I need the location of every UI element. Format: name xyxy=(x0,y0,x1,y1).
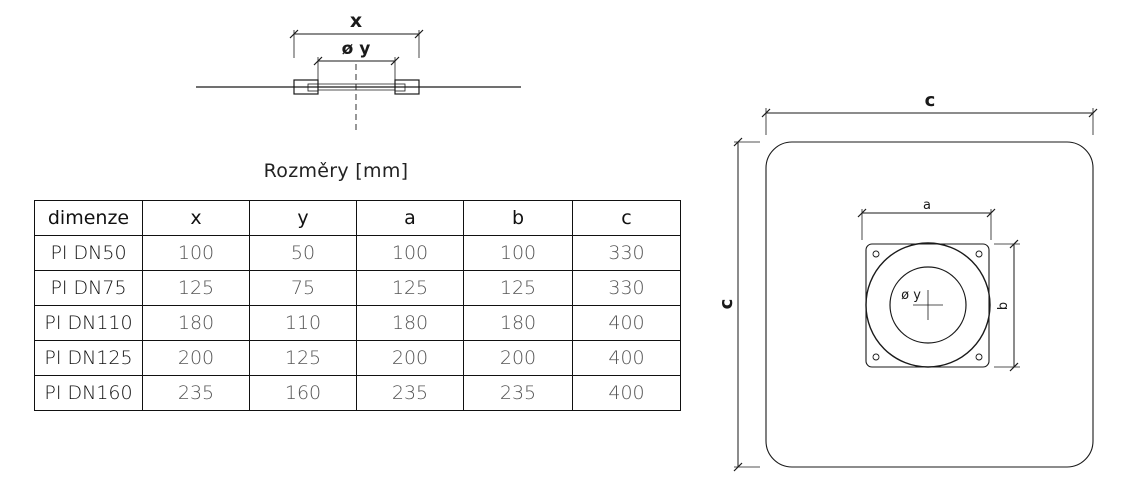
table-row: PI DN75 125 75 125 125 330 xyxy=(34,270,681,306)
table-row: PI DN125 200 125 200 200 400 xyxy=(34,340,681,376)
table-cell: 200 xyxy=(463,340,573,376)
table-cell: 235 xyxy=(463,375,573,411)
inner-ring xyxy=(889,266,967,344)
header-cell: y xyxy=(249,200,357,236)
outer-ring xyxy=(865,242,991,368)
row-label: PI DN75 xyxy=(34,270,143,306)
label-diameter-y: ø y xyxy=(901,288,921,303)
table-cell: 330 xyxy=(572,235,681,271)
bolt-hole xyxy=(975,353,983,361)
section-view xyxy=(196,29,521,134)
table-cell: 400 xyxy=(572,375,681,411)
label-a: a xyxy=(923,198,931,213)
bolt-hole xyxy=(872,353,880,361)
row-label: PI DN50 xyxy=(34,235,143,271)
table-cell: 235 xyxy=(142,375,250,411)
label-y: ø y xyxy=(342,39,371,59)
header-cell: x xyxy=(142,200,250,236)
table-cell: 400 xyxy=(572,340,681,376)
table-row: PI DN50 100 50 100 100 330 xyxy=(34,235,681,271)
header-cell: c xyxy=(572,200,681,236)
table-cell: 125 xyxy=(463,270,573,306)
table-cell: 100 xyxy=(356,235,464,271)
table-cell: 125 xyxy=(249,340,357,376)
table-header-row: dimenze x y a b c xyxy=(34,200,681,236)
table-cell: 400 xyxy=(572,305,681,341)
header-cell: b xyxy=(463,200,573,236)
label-c-top: c xyxy=(925,90,936,111)
label-x: x xyxy=(350,10,362,32)
header-cell: a xyxy=(356,200,464,236)
plan-view xyxy=(733,108,1098,472)
table-cell: 180 xyxy=(463,305,573,341)
table-caption: Rozměry [mm] xyxy=(263,160,409,182)
table-cell: 100 xyxy=(463,235,573,271)
row-label: PI DN125 xyxy=(34,340,143,376)
label-c-side: c xyxy=(716,299,737,310)
table-cell: 110 xyxy=(249,305,357,341)
table-cell: 50 xyxy=(249,235,357,271)
dimensions-table: dimenze x y a b c PI DN50 100 50 100 100… xyxy=(34,200,681,411)
table-cell: 235 xyxy=(356,375,464,411)
table-row: PI DN110 180 110 180 180 400 xyxy=(34,305,681,341)
table-cell: 100 xyxy=(142,235,250,271)
table-cell: 180 xyxy=(142,305,250,341)
table-cell: 160 xyxy=(249,375,357,411)
table-cell: 200 xyxy=(356,340,464,376)
table-cell: 75 xyxy=(249,270,357,306)
bolt-hole xyxy=(975,250,983,258)
outer-plate xyxy=(765,141,1094,468)
table-cell: 180 xyxy=(356,305,464,341)
table-row: PI DN160 235 160 235 235 400 xyxy=(34,375,681,411)
table-cell: 330 xyxy=(572,270,681,306)
label-b: b xyxy=(996,302,1011,310)
table-cell: 125 xyxy=(356,270,464,306)
header-cell: dimenze xyxy=(34,200,143,236)
row-label: PI DN160 xyxy=(34,375,143,411)
table-cell: 200 xyxy=(142,340,250,376)
bolt-hole xyxy=(872,250,880,258)
table-cell: 125 xyxy=(142,270,250,306)
row-label: PI DN110 xyxy=(34,305,143,341)
